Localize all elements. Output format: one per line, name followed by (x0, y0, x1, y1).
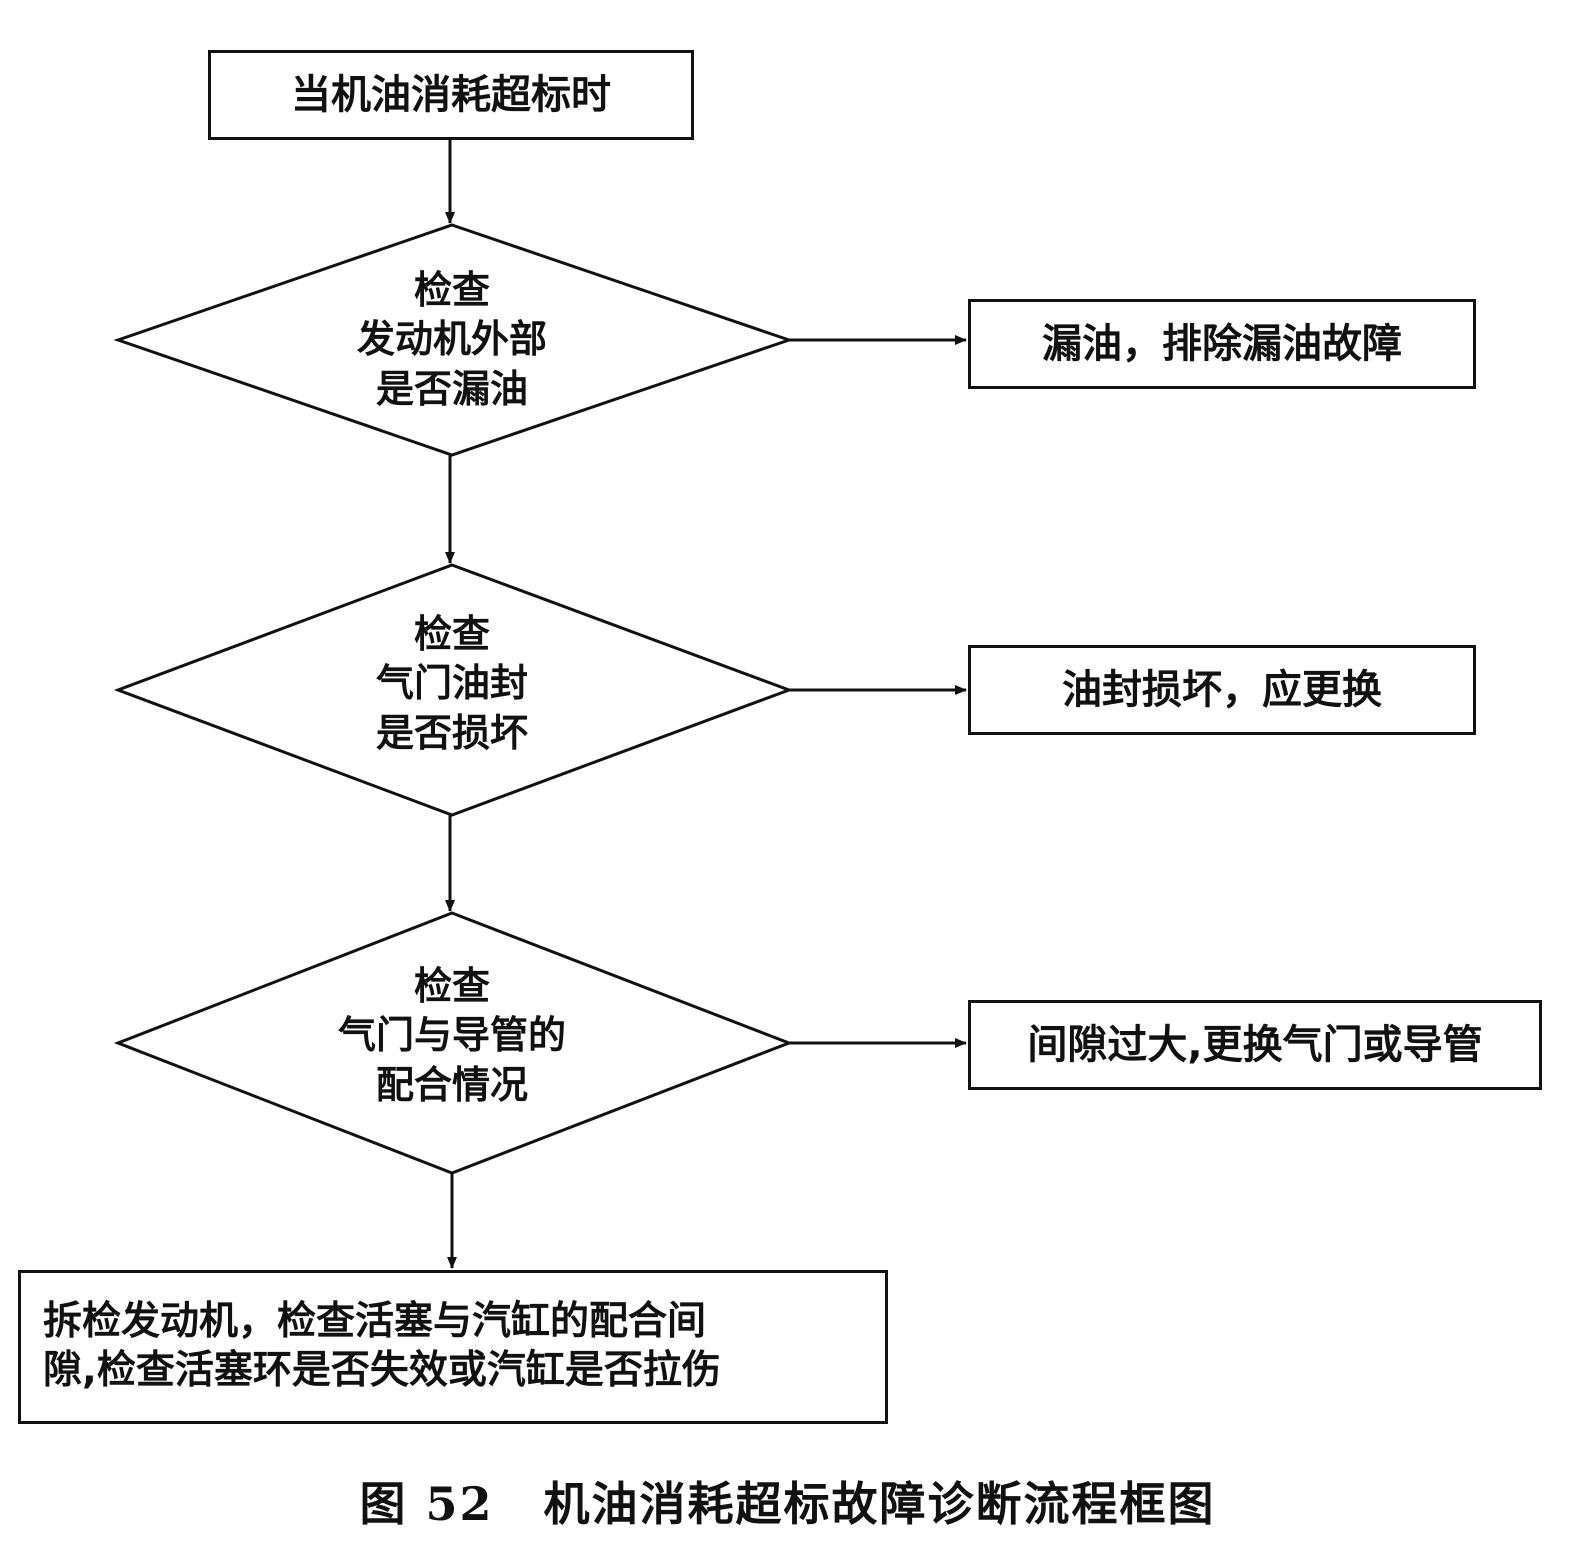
decision-2-line-2: 气门油封 (375, 661, 528, 706)
decision-1-line-2: 发动机外部 (356, 317, 547, 362)
figure-caption: 图 52 机油消耗超标故障诊断流程框图 (0, 1468, 1575, 1534)
end-text: 拆检发动机，检查活塞与汽缸的配合间 隙,检查活塞环是否失效或汽缸是否拉伤 (43, 1298, 721, 1396)
result-box-1: 漏油，排除漏油故障 (968, 299, 1476, 389)
figure-number: 图 52 (359, 1477, 494, 1531)
decision-diamond-2 (113, 563, 794, 817)
decision-2-line-1: 检查 (413, 611, 490, 656)
decision-text-3: 检查 气门与导管的 配合情况 (270, 958, 634, 1114)
end-line-1: 拆检发动机，检查活塞与汽缸的配合间 (43, 1299, 707, 1345)
decision-3-line-2: 气门与导管的 (337, 1013, 566, 1058)
end-box: 拆检发动机，检查活塞与汽缸的配合间 隙,检查活塞环是否失效或汽缸是否拉伤 (18, 1270, 888, 1424)
result-1-label: 漏油，排除漏油故障 (1042, 321, 1402, 367)
decision-text-1: 检查 发动机外部 是否漏油 (270, 262, 634, 418)
decision-text-2: 检查 气门油封 是否损坏 (270, 606, 634, 762)
start-box: 当机油消耗超标时 (208, 50, 694, 140)
end-line-2: 隙,检查活塞环是否失效或汽缸是否拉伤 (43, 1348, 721, 1393)
decision-3-line-1: 检查 (413, 963, 490, 1008)
decision-3-line-3: 配合情况 (375, 1062, 528, 1107)
decision-1-line-3: 是否漏油 (375, 366, 528, 411)
figure-title: 机油消耗超标故障诊断流程框图 (543, 1477, 1216, 1531)
result-box-2: 油封损坏，应更换 (968, 645, 1476, 735)
result-box-3: 间隙过大,更换气门或导管 (968, 1000, 1542, 1090)
start-label: 当机油消耗超标时 (291, 72, 611, 118)
decision-2-line-3: 是否损坏 (375, 710, 528, 755)
decision-diamond-1 (113, 223, 794, 457)
result-3-label: 间隙过大,更换气门或导管 (1027, 1022, 1483, 1068)
decision-1-line-1: 检查 (413, 267, 490, 312)
result-2-label: 油封损坏，应更换 (1062, 667, 1382, 713)
